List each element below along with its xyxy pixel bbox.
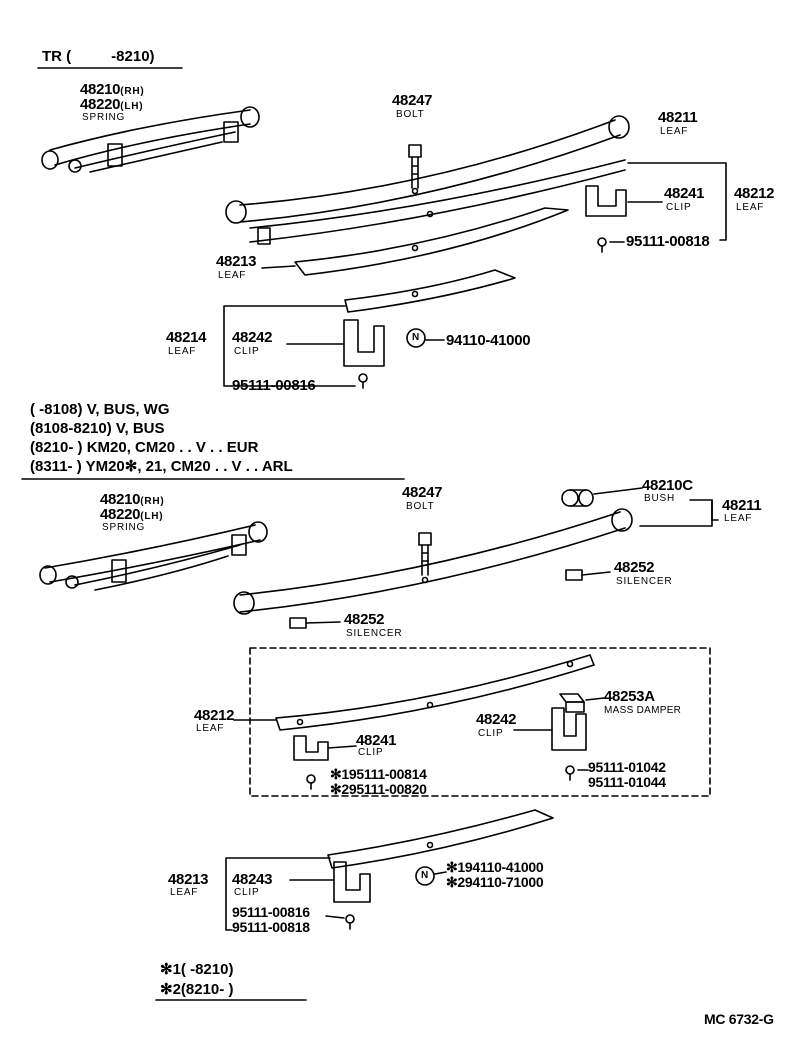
silencer-b-name: SILENCER: [346, 628, 403, 639]
damper-pn: 48253A: [604, 688, 655, 705]
silencer-48252-a: [565, 569, 583, 581]
silencer-a-name: SILENCER: [616, 576, 673, 587]
leaf-48212-box: [249, 647, 711, 797]
silencer-48252-b: [289, 617, 307, 629]
screw-95111-01042: [565, 765, 575, 781]
leaf2-pn: 48212: [734, 185, 775, 202]
clip1-name: CLIP: [666, 202, 692, 213]
spring-assembly-1: [41, 106, 260, 173]
diagram-code: MC 6732-G: [704, 1011, 774, 1027]
leaf1-pn: 48211: [658, 109, 698, 126]
spring-pn-rh: 48210(RH): [80, 81, 145, 98]
screw-b2-pn: 95111-01044: [588, 774, 666, 790]
nut-symbol-2: [415, 866, 435, 886]
bush-48210c: [561, 489, 594, 507]
screw1-pn: 95111-00818: [626, 233, 710, 250]
leaf-48214: [344, 269, 516, 313]
clip-48241: [585, 185, 627, 217]
screw-a2-pn: ✻295111-00820: [330, 781, 427, 797]
nut2-pn2: ✻294110-71000: [446, 874, 544, 890]
clip2-name: CLIP: [234, 346, 260, 357]
footnote-1: ✻1( -8210): [160, 961, 234, 978]
nut-symbol-1: [406, 328, 426, 348]
nut2-pn1: ✻194110-41000: [446, 859, 544, 875]
section1-header: TR (-8210): [42, 48, 155, 65]
spring-assembly-2: [39, 521, 268, 591]
nut-symbol-2-letter: N: [421, 870, 430, 881]
applicability-line-2: (8108-8210) V, BUS: [30, 420, 165, 437]
bush-pn: 48210C: [642, 477, 693, 494]
bolt-pn: 48247: [392, 92, 433, 109]
clip-48243: [333, 861, 371, 903]
clip-b-pn: 48241: [356, 732, 397, 749]
leaf-48212: [249, 159, 626, 245]
leaf-48212-b: [275, 654, 595, 731]
leaf3-name: LEAF: [218, 270, 247, 281]
spring-name: SPRING: [82, 112, 126, 123]
screw-b1-pn: 95111-01042: [588, 759, 666, 775]
leaf-48211: [225, 115, 630, 224]
applicability-line-3: (8210- ) KM20, CM20 . . V . . EUR: [30, 439, 259, 456]
screw-a1-pn: ✻195111-00814: [330, 766, 427, 782]
clip-a-name: CLIP: [478, 728, 504, 739]
leaf4-name: LEAF: [168, 346, 197, 357]
screw-95111-00814: [306, 774, 316, 790]
bush-name: BUSH: [644, 493, 675, 504]
screw-c2-pn: 95111-00818: [232, 919, 310, 935]
leaf2-3-name: LEAF: [170, 887, 199, 898]
screw2-pn: 95111-00816: [232, 377, 316, 394]
leaf4-pn: 48214: [166, 329, 207, 346]
applicability-line-1: ( -8108) V, BUS, WG: [30, 401, 170, 418]
leaf-48211-b: [233, 508, 633, 615]
spring-pn-lh: 48220(LH): [80, 96, 144, 113]
leaf-48213: [294, 207, 569, 276]
clip-48242: [343, 319, 385, 367]
leaf2-1-pn: 48211: [722, 497, 762, 514]
clip2-pn: 48242: [232, 329, 273, 346]
clip-a-pn: 48242: [476, 711, 517, 728]
clip-c-pn: 48243: [232, 871, 273, 888]
screw-95111-00818: [597, 237, 607, 253]
clip-48241-b: [293, 735, 329, 761]
bracket-48213-b: [225, 857, 331, 931]
bolt2-name: BOLT: [406, 501, 435, 512]
damper-48253a: [559, 693, 585, 713]
spring2-pn-lh: 48220(LH): [100, 506, 164, 523]
nut1-pn: 94110-41000: [446, 332, 531, 349]
nut-symbol-1-letter: N: [412, 332, 421, 343]
clip1-pn: 48241: [664, 185, 705, 202]
leaf2-2-pn: 48212: [194, 707, 235, 724]
applicability-line-4: (8311- ) YM20✻, 21, CM20 . . V . . ARL: [30, 458, 293, 475]
clip-c-name: CLIP: [234, 887, 260, 898]
leaf2-3-pn: 48213: [168, 871, 209, 888]
leaf3-pn: 48213: [216, 253, 257, 270]
screw-c1-pn: 95111-00816: [232, 904, 310, 920]
footnote-2: ✻2(8210- ): [160, 981, 234, 998]
bolt-name: BOLT: [396, 109, 425, 120]
spring2-pn-rh: 48210(RH): [100, 491, 165, 508]
screw-95111-00818-b: [345, 914, 355, 930]
leaf2-2-name: LEAF: [196, 723, 225, 734]
leaf2-1-name: LEAF: [724, 513, 753, 524]
silencer-a-pn: 48252: [614, 559, 655, 576]
silencer-b-pn: 48252: [344, 611, 385, 628]
bracket-48214: [223, 305, 356, 387]
leaf2-name: LEAF: [736, 202, 765, 213]
leaf-48213-b: [327, 809, 554, 869]
leaf1-name: LEAF: [660, 126, 689, 137]
damper-name: MASS DAMPER: [604, 705, 682, 716]
bracket-48212: [627, 162, 727, 241]
bolt-48247-b: [418, 532, 432, 576]
bolt2-pn: 48247: [402, 484, 443, 501]
clip-48242-b: [551, 707, 587, 751]
clip-b-name: CLIP: [358, 747, 384, 758]
spring2-name: SPRING: [102, 522, 146, 533]
screw-95111-00816: [358, 373, 368, 389]
bolt-48247: [408, 144, 422, 189]
bracket-48211-b: [689, 499, 719, 521]
